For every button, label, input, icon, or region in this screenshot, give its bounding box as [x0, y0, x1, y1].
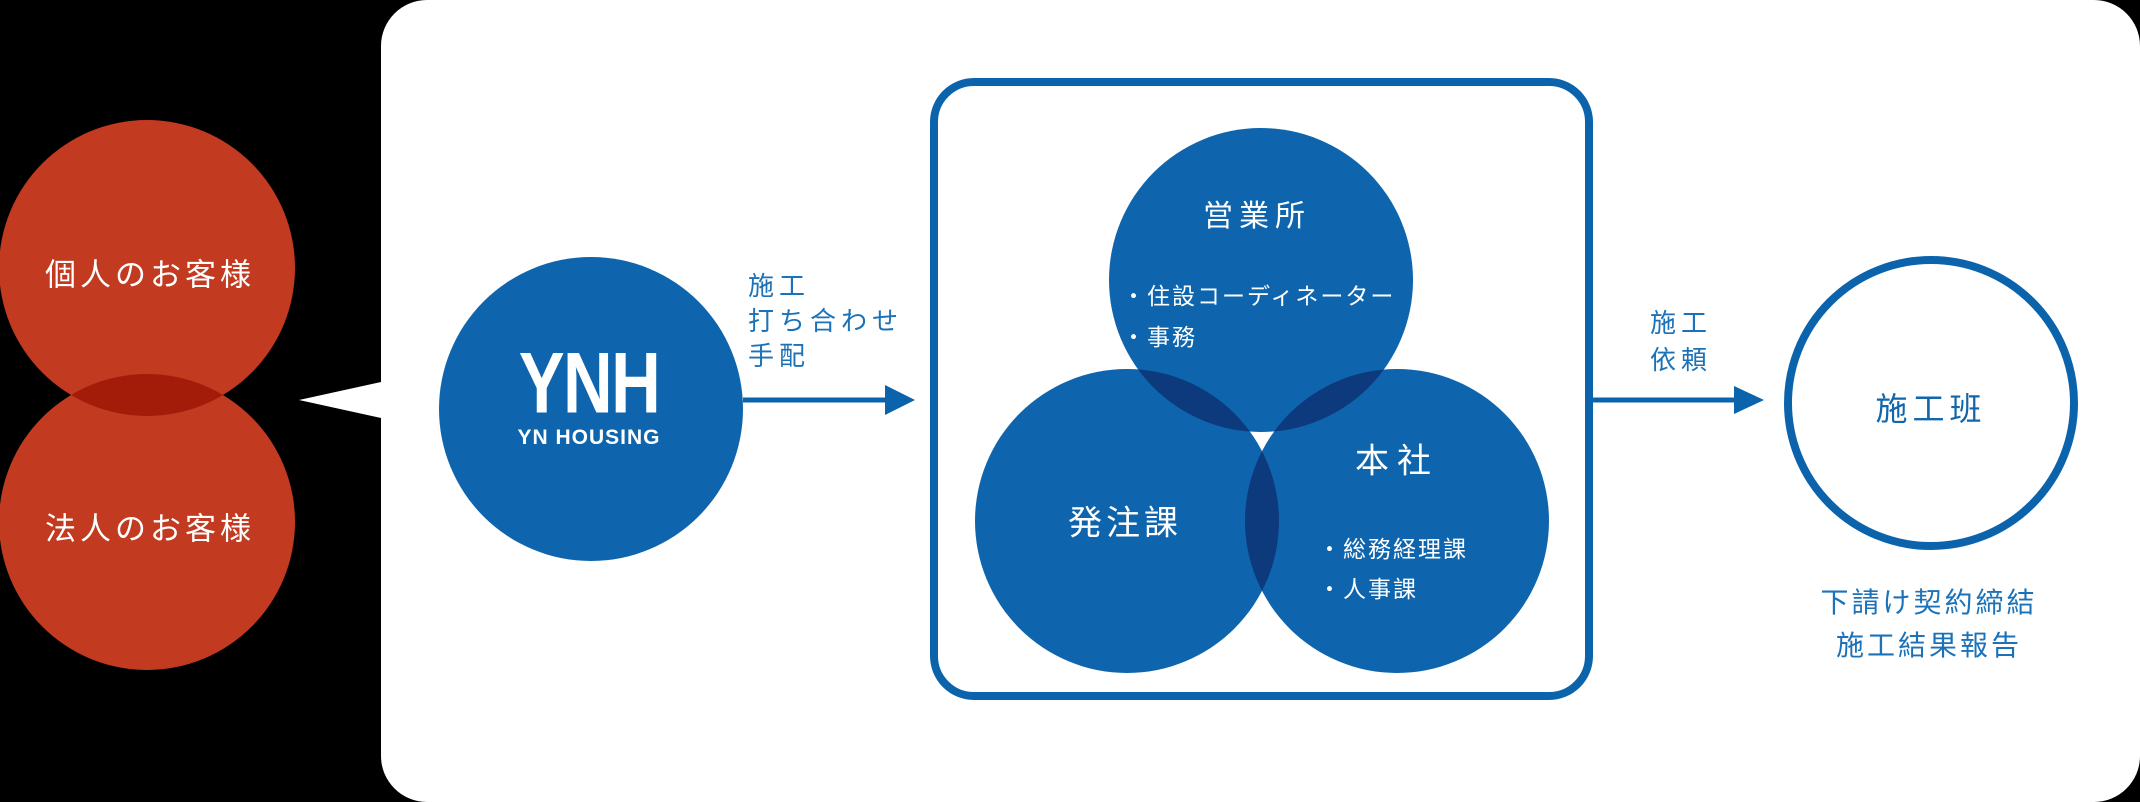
ordering-title: 発注課	[1068, 505, 1182, 543]
sales-office-members: ・住設コーディネーター ・事務	[1122, 276, 1395, 358]
contractor-title: 施工班	[1875, 391, 1987, 427]
corporate-customer-circle	[0, 374, 295, 670]
sales-office-member-2: ・事務	[1122, 324, 1197, 350]
company-logo-circle	[439, 257, 743, 561]
individual-customer-circle	[0, 120, 295, 416]
individual-customer-label: 個人のお客様	[45, 257, 255, 293]
contractor-circle	[1784, 256, 2078, 550]
contractor-note-1: 下請け契約締結	[1820, 587, 2038, 618]
arrow-to-company	[743, 385, 915, 415]
company-logo-subtext: YN HOUSING	[517, 426, 661, 449]
head-office-members: ・総務経理課 ・人事課	[1318, 529, 1468, 609]
sales-office-title: 営業所	[1203, 200, 1311, 233]
company-logo-text: YNH	[518, 335, 661, 432]
arrow-to-contractor-label: 施工 依頼	[1650, 305, 1712, 379]
ordering-circle	[975, 369, 1279, 673]
head-office-circle	[1245, 369, 1549, 673]
arrow-to-company-line-1: 施工	[748, 271, 811, 301]
arrow-to-contractor-line-1: 施工	[1649, 308, 1713, 338]
head-office-title: 本社	[1355, 443, 1439, 481]
contractor-notes: 下請け契約締結 施工結果報告	[1820, 581, 2037, 667]
head-office-member-2: ・人事課	[1318, 576, 1418, 602]
sales-office-member-1: ・住設コーディネーター	[1122, 283, 1396, 309]
arrow-to-company-line-2: 打ち合わせ	[748, 306, 904, 336]
head-office-member-1: ・総務経理課	[1318, 536, 1468, 562]
panel-pointer-triangle	[299, 382, 381, 418]
corporate-customer-label: 法人のお客様	[45, 511, 255, 547]
contractor-note-2: 施工結果報告	[1835, 630, 2023, 661]
arrow-to-company-label: 施工 打ち合わせ 手配	[748, 269, 903, 374]
sales-office-circle	[1109, 128, 1413, 432]
arrow-to-contractor	[1593, 386, 1764, 414]
arrow-to-contractor-line-2: 依頼	[1649, 345, 1713, 375]
organization-box	[930, 78, 1593, 700]
arrow-to-company-line-3: 手配	[748, 341, 811, 371]
